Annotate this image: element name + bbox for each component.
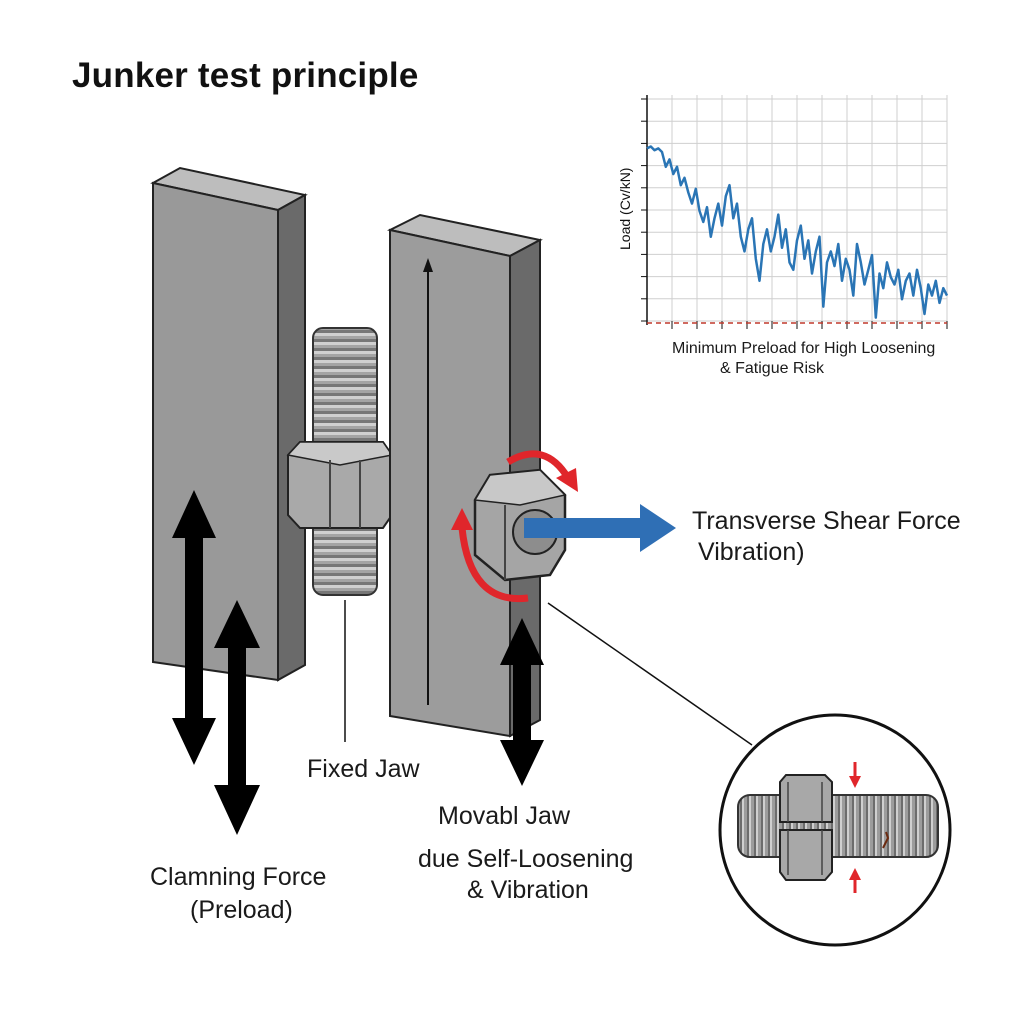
clamping-force-arrows <box>172 490 260 835</box>
detail-thread <box>737 794 939 858</box>
chart-caption-line1: Minimum Preload for High Loosening <box>672 340 936 357</box>
chart-series-line <box>646 145 949 319</box>
clamping-label-line1: Clamning Force <box>150 863 327 891</box>
rotation-arrows <box>451 450 578 603</box>
page-title: Junker test principle <box>72 56 419 95</box>
detail-gap-arrows <box>849 762 861 893</box>
clamping-label-line2: (Preload) <box>190 896 293 924</box>
fixed-jaw-label: Fixed Jaw <box>307 755 420 783</box>
rotation-arrow-bottom-head <box>451 508 473 530</box>
movable-jaw-label-line2: due Self-Loosening <box>418 845 634 873</box>
shear-force-arrow <box>524 504 676 552</box>
transverse-label-line2: Vibration) <box>698 538 805 566</box>
hex-nut-right <box>473 468 567 582</box>
chart-caption-line2: & Fatigue Risk <box>720 360 825 377</box>
detail-leader <box>547 602 753 746</box>
clamping-arrow-right <box>214 600 260 835</box>
movable-jaw-label-line3: & Vibration <box>467 876 589 904</box>
rotation-arrow-top-head <box>556 468 578 492</box>
fixed-jaw-front <box>152 181 279 682</box>
motion-line-arrowhead <box>423 258 433 272</box>
movable-jaw-front <box>389 228 511 738</box>
clamping-arrow-left <box>172 490 216 765</box>
detail-crack <box>882 831 890 849</box>
fixed-jaw-block <box>150 166 308 682</box>
detail-nut <box>779 774 833 881</box>
rotation-arrow-top <box>506 450 571 480</box>
movable-jaw-label-line1: Movabl Jaw <box>438 802 570 830</box>
rotation-arrow-bottom <box>458 527 529 603</box>
fixed-jaw-side <box>277 193 306 682</box>
vibration-arrow <box>500 618 544 786</box>
detail-zoom <box>718 713 952 947</box>
chart-ylabel: Load (Cv/kN) <box>617 168 633 250</box>
hex-nut-center <box>286 441 394 529</box>
inset-chart: Load (Cv/kN) <box>617 95 949 329</box>
transverse-label-line1: Transverse Shear Force <box>692 507 961 535</box>
